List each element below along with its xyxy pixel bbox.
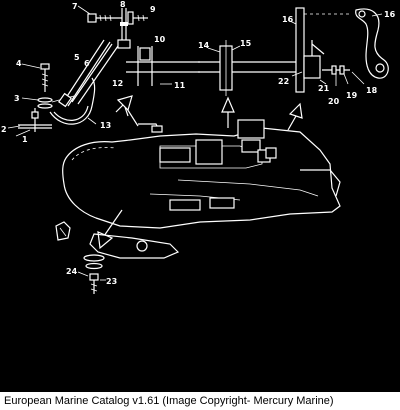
callout-5: 5 [74, 53, 80, 62]
callout-19: 19 [346, 91, 358, 100]
exploded-parts-diagram: 1 2 3 4 5 6 7 8 9 10 11 12 13 14 15 16 1… [1, 0, 396, 294]
callout-12: 12 [112, 79, 123, 88]
callout-13: 13 [100, 121, 111, 130]
callout-8: 8 [120, 0, 126, 9]
callout-22: 22 [278, 77, 289, 86]
assembly-arrows [97, 95, 303, 250]
callout-16-right: 16 [384, 10, 396, 19]
callout-20: 20 [328, 97, 340, 106]
callout-4: 4 [16, 59, 22, 68]
callout-14: 14 [198, 41, 210, 50]
right-lever-group [287, 7, 389, 93]
callout-6: 6 [84, 59, 90, 68]
callout-9: 9 [150, 5, 156, 14]
callout-1: 1 [22, 135, 28, 144]
center-shaft-group [198, 40, 310, 96]
callout-15: 15 [240, 39, 252, 48]
callout-11: 11 [174, 81, 186, 90]
left-linkage-group [7, 5, 200, 137]
callout-16-left: 16 [282, 15, 294, 24]
callout-7: 7 [72, 2, 78, 11]
callout-3: 3 [14, 94, 20, 103]
callout-24: 24 [66, 267, 78, 276]
footer-text: European Marine Catalog v1.61 (Image Cop… [4, 395, 334, 407]
callout-23: 23 [106, 277, 117, 286]
callout-10: 10 [154, 35, 166, 44]
callout-2: 2 [1, 125, 7, 134]
lower-mount [55, 221, 180, 294]
engine-housing [62, 119, 341, 229]
callout-labels: 1 2 3 4 5 6 7 8 9 10 11 12 13 14 15 16 1… [1, 0, 396, 286]
callout-18: 18 [366, 86, 378, 95]
copyright-footer: European Marine Catalog v1.61 (Image Cop… [0, 392, 400, 410]
callout-21: 21 [318, 84, 330, 93]
